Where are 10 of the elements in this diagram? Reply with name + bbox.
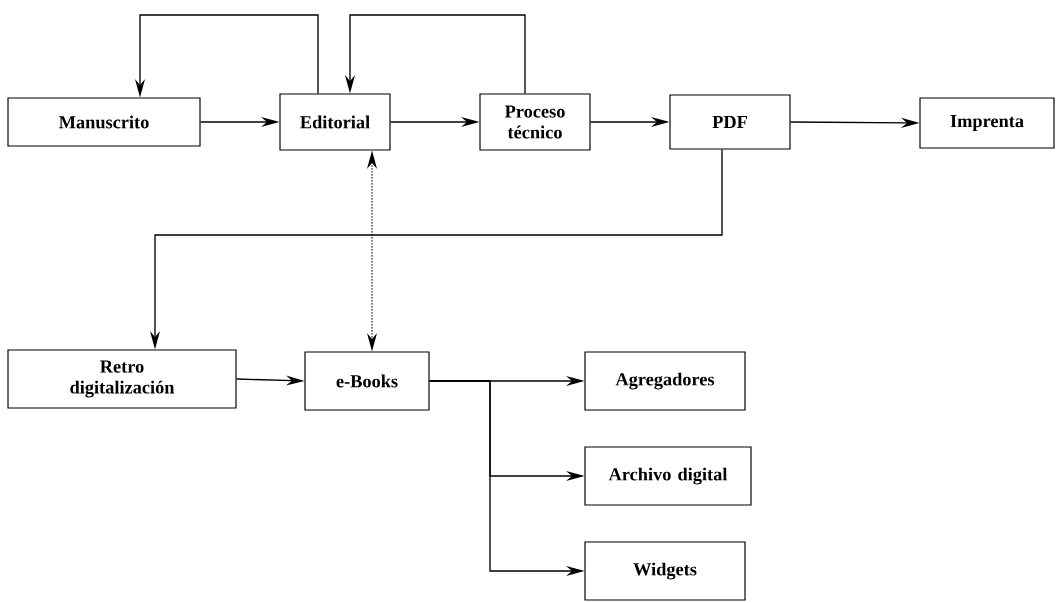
process-box: Widgets	[584, 541, 746, 601]
process-box: e-Books	[304, 351, 430, 411]
process-box: PDF	[669, 94, 791, 150]
process-box: Retro digitalización	[7, 349, 237, 409]
process-box: Proceso técnico	[479, 93, 591, 151]
process-box: Editorial	[279, 93, 391, 151]
process-box: Manuscrito	[7, 97, 201, 147]
process-box: Archivo digital	[584, 446, 752, 506]
process-box: Agregadores	[584, 351, 746, 411]
process-box: Imprenta	[919, 97, 1055, 149]
